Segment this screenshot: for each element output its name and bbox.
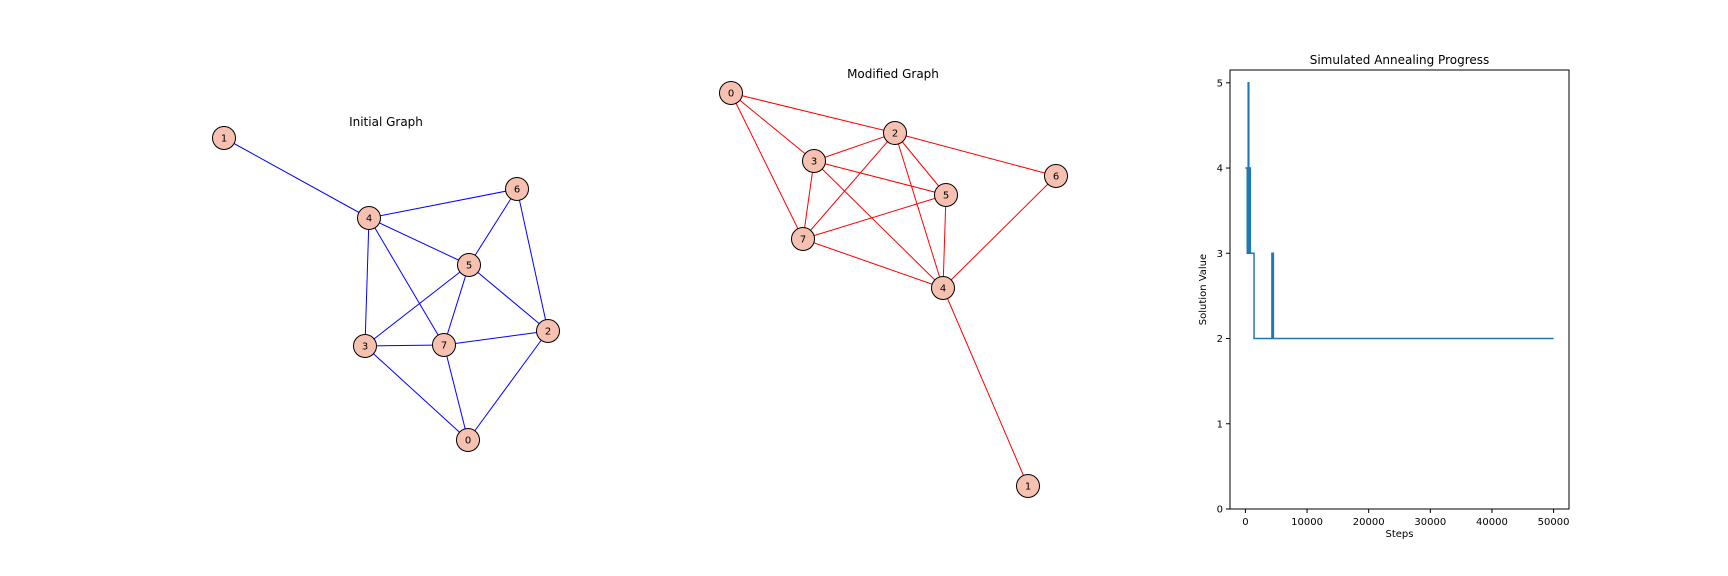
edge-2-7 [802,132,896,240]
y-tick-label-0: 0 [1217,505,1223,516]
node-label-3: 3 [362,342,368,353]
initial-graph-nodes: 0 1 2 3 4 5 6 7 [212,126,560,452]
initial-graph-title: Initial Graph [349,115,423,129]
edge-3-5 [813,160,947,196]
edge-2-4 [894,132,944,289]
node-7 [791,227,815,251]
edge-4-3 [364,217,370,347]
chart-x-axis-label: Steps [1386,529,1414,540]
node-6 [505,177,529,201]
edge-1-4 [223,137,370,219]
series-line-0 [1245,82,1554,340]
edge-4-6 [368,188,518,219]
edge-0-2 [730,92,896,134]
edge-7-4 [802,238,944,289]
annealing-chart: Simulated Annealing Progress 0 10000 20000… [1198,53,1570,540]
node-5 [457,253,481,277]
x-tick-label-40000: 40000 [1476,517,1508,528]
chart-title: Simulated Annealing Progress [1310,53,1490,67]
edge-3-4 [813,160,944,289]
y-tick-label-2: 2 [1217,334,1223,345]
initial-graph-edges [223,137,549,441]
node-label-5: 5 [466,261,472,272]
node-label-4: 4 [366,214,372,225]
node-label-1: 1 [1025,482,1031,493]
y-tick-label-1: 1 [1217,419,1223,430]
node-label-2: 2 [892,129,898,140]
modified-graph-edges [730,92,1057,487]
node-4 [931,276,955,300]
node-label-0: 0 [465,436,471,447]
node-6 [1044,164,1068,188]
node-label-6: 6 [1053,172,1059,183]
x-tick-label-10000: 10000 [1291,517,1323,528]
edge-7-2 [443,330,549,346]
node-label-0: 0 [728,89,734,100]
node-label-6: 6 [514,185,520,196]
x-tick-label-50000: 50000 [1538,517,1570,528]
edge-5-3 [364,264,470,347]
edge-0-3 [730,92,815,162]
edge-7-0 [443,344,469,441]
modified-graph-panel: Modified Graph 0 1 2 3 4 5 6 7 [719,67,1068,498]
modified-graph-title: Modified Graph [847,67,939,81]
edge-5-2 [468,264,549,332]
node-label-2: 2 [545,327,551,338]
y-tick-label-4: 4 [1217,164,1223,175]
edge-6-2 [516,188,549,332]
chart-x-ticks: 0 10000 20000 30000 40000 50000 [1242,509,1569,528]
node-label-7: 7 [441,341,447,352]
node-label-3: 3 [811,157,817,168]
edge-4-5 [368,217,470,266]
node-4 [357,206,381,230]
edge-3-7 [802,160,815,240]
node-3 [353,334,377,358]
modified-graph-nodes: 0 1 2 3 4 5 6 7 [719,81,1068,498]
chart-plot-area [1245,82,1554,340]
node-2 [883,121,907,145]
node-3 [802,149,826,173]
node-5 [934,183,958,207]
node-label-1: 1 [221,134,227,145]
edge-2-6 [894,132,1057,177]
y-tick-label-3: 3 [1217,249,1223,260]
edge-6-5 [468,188,518,266]
node-7 [432,333,456,357]
edge-7-5 [802,194,947,240]
edge-5-7 [443,264,470,346]
x-tick-label-0: 0 [1242,517,1248,528]
node-label-5: 5 [943,191,949,202]
node-label-4: 4 [940,284,946,295]
y-tick-label-5: 5 [1217,78,1223,89]
chart-y-ticks: 0 1 2 3 4 5 [1217,78,1230,516]
edge-5-4 [942,194,947,289]
edge-0-7 [730,92,804,240]
node-0 [719,81,743,105]
node-1 [212,126,236,150]
node-1 [1016,474,1040,498]
edge-2-0 [467,330,549,441]
node-2 [536,319,560,343]
node-label-7: 7 [800,235,806,246]
edge-3-7 [364,344,445,347]
chart-y-axis-label: Solution Value [1198,254,1209,325]
edge-4-7 [368,217,445,346]
x-tick-label-20000: 20000 [1353,517,1385,528]
chart-axes-frame [1229,69,1570,510]
edge-4-6 [942,175,1057,289]
edge-4-1 [942,287,1029,487]
edge-3-0 [364,345,469,441]
initial-graph-panel: Initial Graph 0 1 2 3 4 5 6 7 [212,115,560,452]
node-0 [456,428,480,452]
edge-2-3 [813,132,896,162]
edge-2-5 [894,132,947,196]
x-tick-label-30000: 30000 [1414,517,1446,528]
